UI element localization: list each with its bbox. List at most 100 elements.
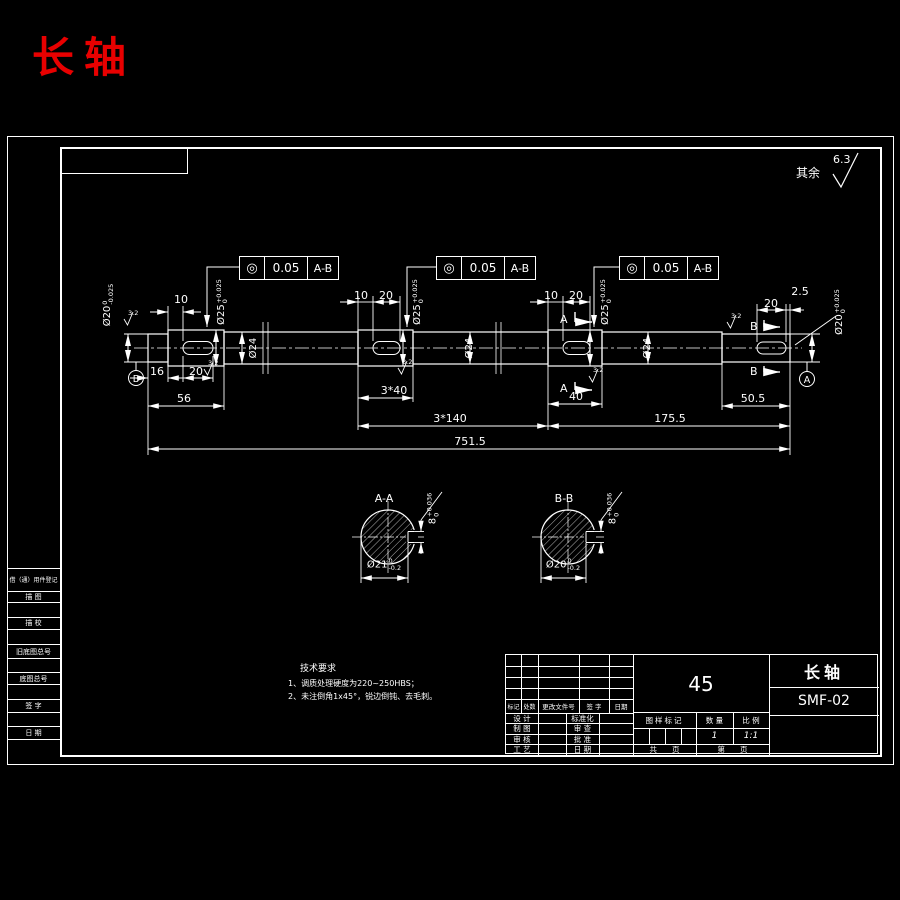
strip-row-blank3: [7, 659, 60, 674]
roughness-mark-left-end: 3.2: [123, 309, 138, 327]
roughness-mark-right-end: 3.2: [726, 312, 741, 330]
tolerance-frame-1: ◎ 0.05 A-B: [239, 256, 339, 280]
tolerance-frame-leaders: [204, 266, 619, 327]
section-cut-marks: [574, 312, 780, 395]
top-left-box: [60, 147, 188, 174]
sign-check: 审 核: [513, 734, 531, 744]
sign-date: 日 期: [573, 745, 592, 754]
dim-56: 56: [177, 392, 191, 405]
sign-design: 设 计: [513, 713, 531, 723]
strip-row-sign: 签 字: [7, 700, 60, 713]
strip-row-borrow: 借（通）用件登记: [7, 569, 60, 592]
tolerance-value: 0.05: [264, 257, 307, 279]
cut-a-bottom-letter: A: [560, 382, 568, 395]
dim-3x40: 3*40: [380, 384, 408, 397]
dim-175-5: 175.5: [654, 412, 686, 425]
dim-keyway2-length: 20: [379, 289, 393, 302]
section-bb-title: B-B: [554, 492, 574, 505]
datum-a-letter: A: [804, 375, 811, 386]
dim-keyway3-offset: 10: [544, 289, 558, 302]
dim-end-offset: 2.5: [791, 285, 809, 298]
dim-50-5: 50.5: [740, 392, 766, 405]
note-line-2: 2、未注倒角1x45°，锐边倒钝、去毛刺。: [288, 692, 438, 701]
rev-col-doc: 更改文件号: [542, 703, 575, 711]
svg-text:3.2: 3.2: [208, 359, 218, 367]
rev-col-count: 处数: [523, 703, 536, 711]
dim-3x140: 3*140: [433, 412, 467, 425]
dim-keyway1-length: 20: [189, 365, 203, 378]
svg-text:3.2: 3.2: [402, 358, 412, 366]
section-aa-title: A-A: [374, 492, 394, 505]
dim-keyway1-offset: 10: [174, 293, 188, 306]
left-margin-strip: 借（通）用件登记 描 图 描 校 旧底图总号 底图总号 签 字 日 期: [7, 568, 60, 754]
cut-b-top-letter: B: [750, 320, 758, 333]
sheet-number: 第 页: [717, 745, 748, 754]
bottom-dim-lines: [130, 356, 791, 455]
sign-approve: 批 准: [573, 734, 592, 744]
datum-a-symbol: [799, 362, 815, 387]
roughness-mark-keyway1: 3.2: [203, 359, 218, 377]
sign-process: 工 艺: [513, 745, 531, 754]
stamp-label: 图样标记: [645, 715, 684, 725]
dim-keyway3-length: 20: [569, 289, 583, 302]
sign-draft: 制 图: [513, 724, 531, 733]
notes-title: 技术要求: [300, 664, 337, 674]
rev-col-date: 日期: [614, 703, 628, 711]
concentricity-icon: ◎: [246, 260, 258, 276]
cut-b-bottom-letter: B: [750, 365, 758, 378]
title-block: 标记 处数 更改文件号 签 字 日期 设 计 标准化 制 图 审 查 审 核 批…: [505, 654, 879, 755]
sign-standard: 标准化: [571, 713, 594, 723]
strip-row-trace: 描 图: [7, 592, 60, 603]
inner-sheet-border: [60, 147, 882, 757]
scale-label: 比 例: [742, 715, 760, 725]
technical-notes: 技术要求 1、调质处理硬度为220~250HBS； 2、未注倒角1x45°，锐边…: [288, 663, 437, 703]
roughness-mark-keyway2: 3.2: [397, 358, 412, 376]
page-title: 长轴: [32, 36, 137, 82]
strip-row-old-no: 旧底图总号: [7, 645, 60, 660]
dim-keyway2-offset: 10: [354, 289, 368, 302]
strip-row-date: 日 期: [7, 727, 60, 740]
note-line-1: 1、调质处理硬度为220~250HBS；: [288, 679, 419, 688]
strip-row-base-no: 底图总号: [7, 673, 60, 686]
roughness-mark-general: [832, 152, 859, 189]
tolerance-frame-3: ◎ 0.05 A-B: [619, 256, 719, 280]
svg-text:3.2: 3.2: [128, 309, 138, 317]
part-name: 长轴: [803, 663, 844, 682]
qty-value: 1: [711, 731, 718, 741]
material-value: 45: [688, 671, 714, 696]
roughness-rest-label: 其余: [796, 166, 821, 180]
diameter-dim-lines: [124, 315, 837, 366]
dim-751-5: 751.5: [454, 435, 486, 448]
tolerance-datum: A-B: [687, 257, 718, 279]
tolerance-datum: A-B: [307, 257, 338, 279]
break-marks: [262, 322, 502, 374]
strip-row-trace-check: 描 校: [7, 618, 60, 631]
concentricity-icon: ◎: [626, 260, 638, 276]
section-aa-view: [352, 491, 443, 583]
dim-dia24-1: Ø24: [248, 337, 259, 359]
strip-row-blank6: [7, 740, 60, 754]
svg-text:3.2: 3.2: [731, 312, 741, 320]
dim-40: 40: [569, 390, 583, 403]
cut-a-top-letter: A: [560, 313, 568, 326]
svg-text:3.2: 3.2: [593, 366, 603, 374]
sheet-total: 共 页: [649, 745, 680, 754]
dim-dia24-3: Ø24: [642, 337, 653, 359]
strip-row-blank4: [7, 685, 60, 700]
strip-row-blank1: [7, 603, 60, 618]
tolerance-value: 0.05: [461, 257, 504, 279]
qty-label: 数 量: [705, 715, 724, 725]
tolerance-value: 0.05: [644, 257, 687, 279]
dim-dia24-2: Ø24: [464, 337, 475, 359]
strip-row-blank5: [7, 713, 60, 727]
roughness-mark-keyway3: 3.2: [588, 366, 603, 384]
sign-review: 审 查: [573, 724, 592, 733]
